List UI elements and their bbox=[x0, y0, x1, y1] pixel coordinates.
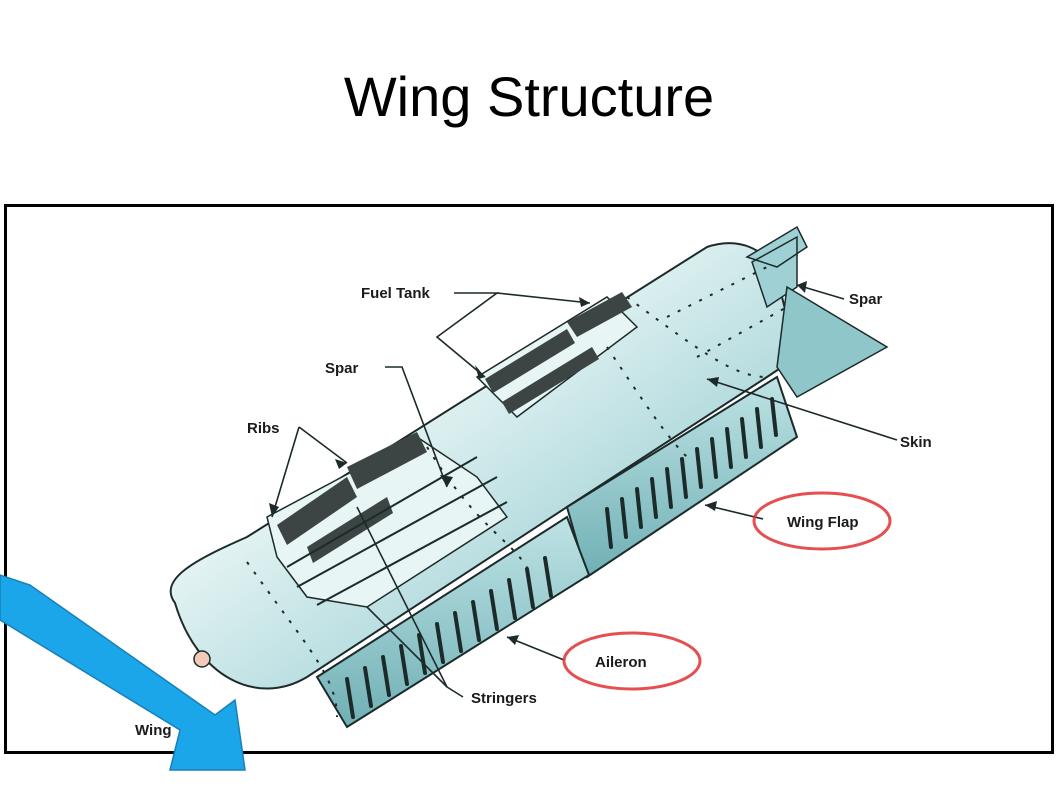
rear-skin-panel bbox=[776, 285, 889, 398]
label-ribs: Ribs bbox=[247, 420, 280, 437]
label-skin: Skin bbox=[900, 434, 932, 451]
label-spar-top: Spar bbox=[849, 291, 883, 308]
wing-flap-highlight-ring bbox=[752, 491, 892, 551]
stringers-lines bbox=[286, 456, 508, 606]
leader-lines bbox=[271, 284, 898, 698]
wing-flap-slots bbox=[605, 397, 778, 549]
wing-diagram: Fuel Tank Spar Ribs Spar Skin Wing Flap … bbox=[135, 225, 932, 739]
label-stringers: Stringers bbox=[471, 690, 537, 707]
aileron-slots bbox=[345, 556, 553, 719]
slide-title: Wing Structure bbox=[343, 65, 715, 128]
label-spar-left: Spar bbox=[325, 360, 359, 377]
label-fuel-tank: Fuel Tank bbox=[361, 285, 431, 302]
label-aileron: Aileron bbox=[595, 654, 647, 671]
label-wing-flap: Wing Flap bbox=[787, 514, 859, 531]
rivet-lines bbox=[246, 266, 788, 718]
spar-beam bbox=[745, 225, 808, 309]
fuel-tank-dark bbox=[485, 292, 632, 414]
aileron-highlight-ring bbox=[562, 631, 702, 691]
wing-tip-light bbox=[193, 650, 211, 668]
leader-arrowheads bbox=[269, 281, 807, 645]
label-wing-tip-partial: Wing bbox=[135, 722, 172, 739]
wing-diagram-frame: Fuel Tank Spar Ribs Spar Skin Wing Flap … bbox=[4, 204, 1054, 754]
